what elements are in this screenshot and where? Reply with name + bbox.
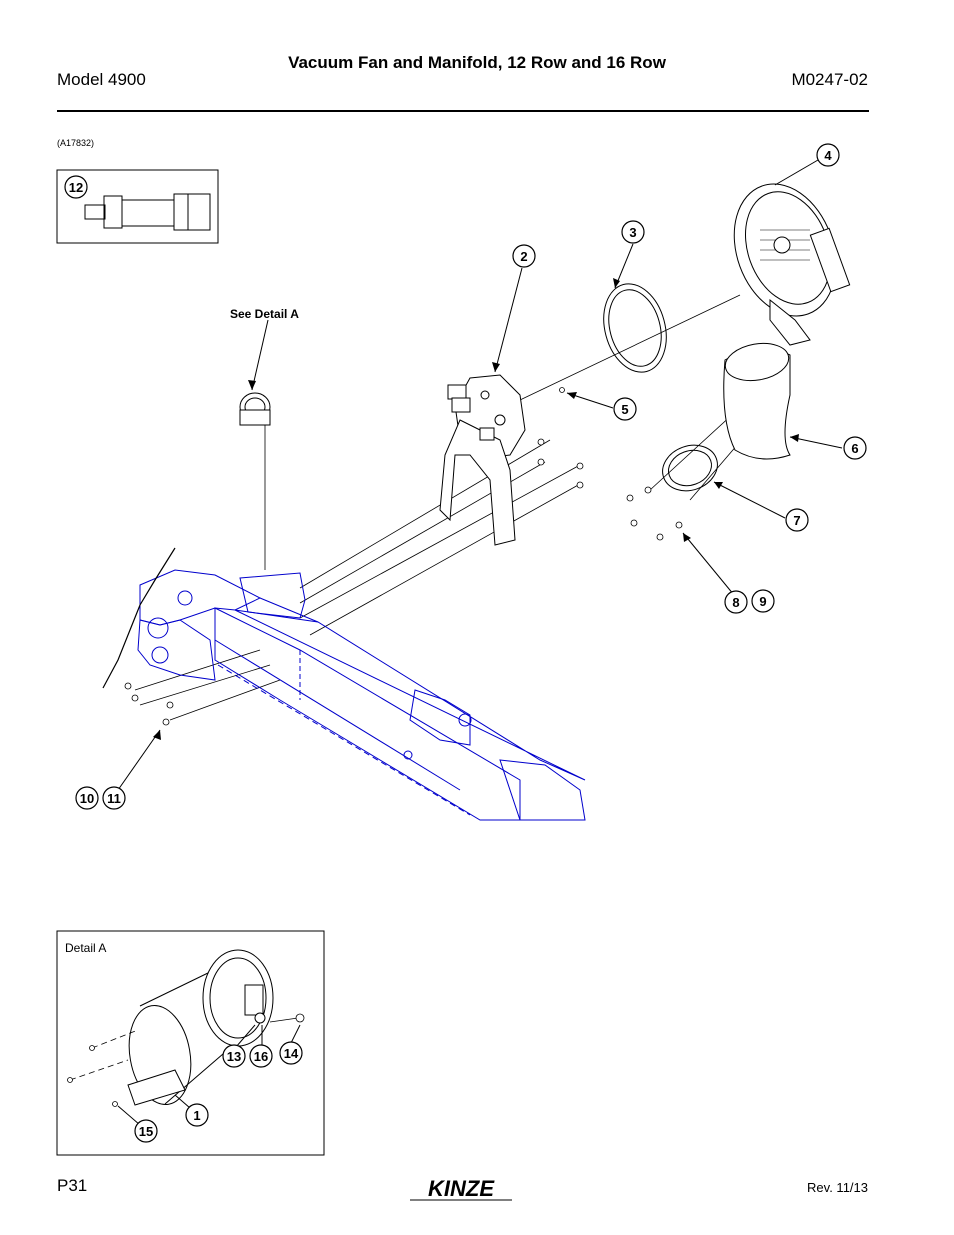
detail-a-label: Detail A — [65, 941, 106, 955]
callout-13: 13 — [222, 1044, 246, 1068]
svg-text:13: 13 — [227, 1049, 241, 1064]
svg-text:2: 2 — [520, 249, 527, 264]
callout-11: 11 — [102, 786, 126, 810]
vacuum-fan — [733, 183, 851, 346]
duct-gasket — [662, 444, 718, 492]
svg-text:KINZE: KINZE — [428, 1176, 495, 1201]
page-number: P31 — [57, 1176, 88, 1195]
page-title: Vacuum Fan and Manifold, 12 Row and 16 R… — [288, 53, 666, 72]
callout-5: 5 — [613, 397, 637, 421]
svg-text:9: 9 — [759, 594, 766, 609]
elbow-duct — [723, 342, 791, 460]
header-rule — [57, 110, 869, 112]
callout-3: 3 — [621, 220, 645, 244]
detail-valve — [127, 949, 274, 1106]
svg-text:11: 11 — [107, 791, 121, 806]
callout-2: 2 — [512, 244, 536, 268]
figure-id: (A17832) — [57, 138, 95, 148]
callout-1: 1 — [185, 1103, 209, 1127]
svg-text:6: 6 — [851, 441, 858, 456]
svg-text:5: 5 — [621, 402, 628, 417]
kinze-logo: KINZE — [410, 1176, 512, 1201]
callout-6: 6 — [843, 436, 867, 460]
callout-12: 12 — [64, 175, 88, 199]
valve-component — [239, 392, 271, 426]
document-number: M0247-02 — [791, 70, 868, 89]
hydraulic-fitting-icon — [84, 193, 211, 231]
detail-explode-lines — [69, 1017, 299, 1081]
svg-text:8: 8 — [732, 595, 739, 610]
hardware-bolts — [124, 387, 683, 726]
revision-label: Rev. 11/13 — [807, 1180, 868, 1195]
svg-text:14: 14 — [284, 1046, 299, 1061]
explode-lines — [134, 294, 781, 721]
toolbar-frame — [137, 569, 586, 821]
callout-14: 14 — [279, 1041, 303, 1065]
svg-text:10: 10 — [80, 791, 94, 806]
model-label: Model 4900 — [57, 70, 146, 89]
manifold-bracket — [439, 374, 526, 546]
svg-text:4: 4 — [824, 148, 832, 163]
svg-text:12: 12 — [69, 180, 83, 195]
callout-10: 10 — [75, 786, 99, 810]
leader-lines — [117, 159, 843, 791]
detail-hardware — [67, 1013, 305, 1107]
callout-16: 16 — [249, 1044, 273, 1068]
callout-7: 7 — [785, 508, 809, 532]
svg-text:16: 16 — [254, 1049, 268, 1064]
callout-15: 15 — [134, 1119, 158, 1143]
see-detail-label: See Detail A — [230, 307, 299, 321]
callout-8: 8 — [724, 590, 748, 614]
svg-text:15: 15 — [139, 1124, 153, 1139]
callout-4: 4 — [816, 143, 840, 167]
leader-arrowheads — [153, 278, 799, 740]
callout-9: 9 — [751, 589, 775, 613]
cut-line — [102, 547, 176, 689]
svg-text:3: 3 — [629, 225, 636, 240]
fan-gasket-ring — [603, 283, 667, 373]
svg-text:1: 1 — [193, 1108, 200, 1123]
svg-text:7: 7 — [793, 513, 800, 528]
